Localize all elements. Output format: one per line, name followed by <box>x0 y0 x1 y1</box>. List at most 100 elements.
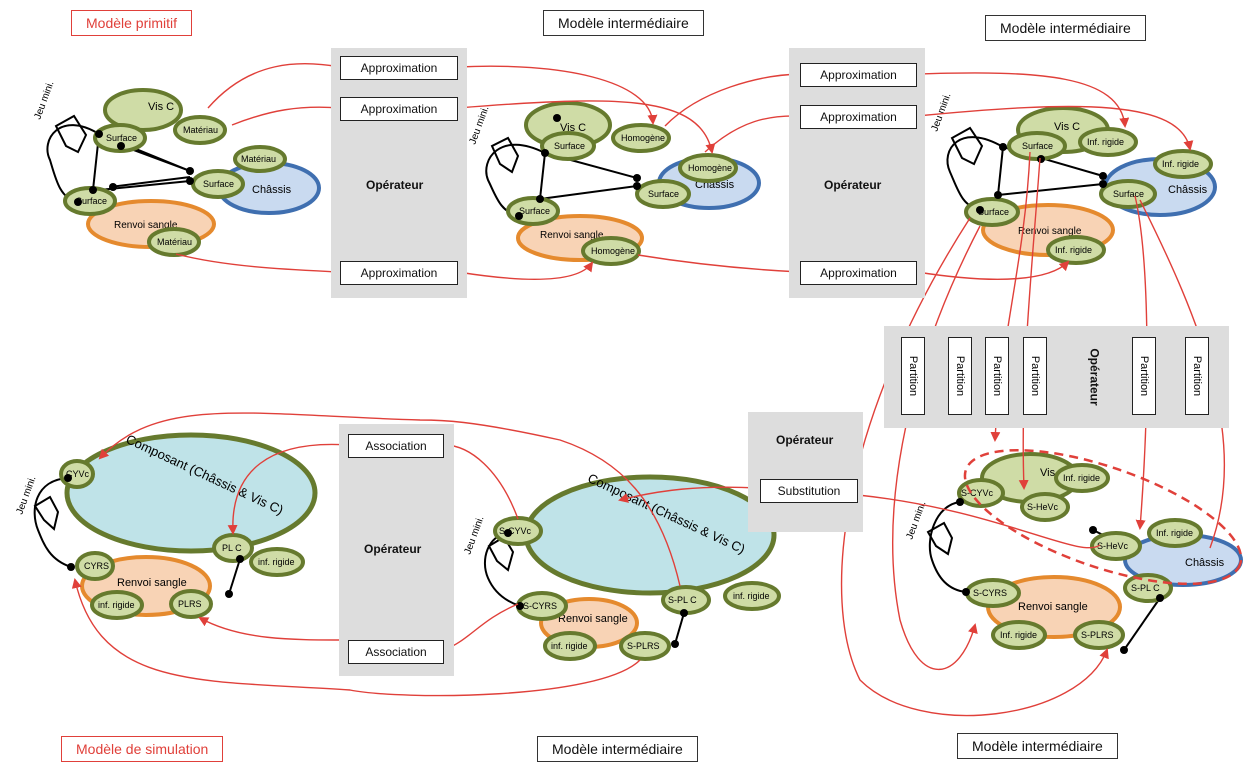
connection-point <box>1089 526 1097 534</box>
partition-box[interactable]: Partition <box>901 337 925 415</box>
grouping-dashed-outline <box>963 448 1243 586</box>
diagram-node <box>723 581 781 611</box>
diagram-node <box>964 197 1020 227</box>
node-label: Châssis <box>1168 184 1208 196</box>
node-label: Inf. rigide <box>1156 528 1193 538</box>
node-label: Renvoi sangle <box>117 577 187 589</box>
node-label: Surface <box>106 133 137 143</box>
connector-path <box>98 412 681 587</box>
link-line <box>539 185 638 200</box>
connector-path <box>443 444 519 520</box>
approximation-box[interactable]: Approximation <box>800 261 917 285</box>
connector-path <box>485 143 546 217</box>
connector-path <box>1018 157 1041 490</box>
partition-box[interactable]: Partition <box>948 337 972 415</box>
node-label: Inf. rigide <box>1162 159 1199 169</box>
node-label: S-PL C <box>1131 583 1160 593</box>
operator-panel-partition <box>884 326 1229 428</box>
diagram-node <box>90 590 144 620</box>
node-label: Jeu mini. <box>462 515 486 556</box>
substitution-box[interactable]: Substitution <box>760 479 858 503</box>
connector-path <box>483 532 521 607</box>
link-line <box>1123 597 1161 651</box>
node-label: S-CYRS <box>973 588 1007 598</box>
node-label: Renvoi sangle <box>540 230 604 241</box>
diagram-node <box>1153 149 1213 179</box>
diagram-node <box>169 589 213 619</box>
approximation-box[interactable]: Approximation <box>340 261 458 285</box>
connector-path <box>946 136 1004 211</box>
node-label: Matériau <box>241 154 276 164</box>
diagram-node <box>249 547 305 577</box>
node-label: inf. rigide <box>551 641 588 651</box>
node-label: Renvoi sangle <box>558 613 628 625</box>
node-label: Surface <box>554 141 585 151</box>
connector-path <box>71 578 641 697</box>
title-modele-simulation: Modèle de simulation <box>61 736 224 762</box>
connector-path <box>207 63 341 109</box>
diagram-node <box>1054 463 1110 493</box>
partition-box[interactable]: Partition <box>1185 337 1209 415</box>
connector-path <box>46 124 100 203</box>
connection-point <box>1156 594 1164 602</box>
diagram-node <box>1073 620 1125 650</box>
transformation-arrows <box>71 63 1226 717</box>
diagram-node <box>957 478 1005 508</box>
node-label: Jeu mini. <box>32 80 56 121</box>
connection-point <box>633 182 641 190</box>
node-label: Inf. rigide <box>1000 630 1037 640</box>
connection-point <box>186 167 194 175</box>
connector-path <box>926 521 954 556</box>
connector-path <box>928 501 967 593</box>
jeu-mini-spring-2: Jeu mini. <box>467 105 520 174</box>
partition-box[interactable]: Partition <box>1023 337 1047 415</box>
node-label: S-CYRS <box>523 601 557 611</box>
connection-point <box>109 183 117 191</box>
connection-point <box>186 177 194 185</box>
node-label: Jeu mini. <box>467 105 491 146</box>
partition-box[interactable]: Partition <box>1132 337 1156 415</box>
node-label: Inf. rigide <box>1055 245 1092 255</box>
connection-point <box>1120 646 1128 654</box>
connector-path <box>490 136 520 174</box>
node-label: Matériau <box>183 125 218 135</box>
association-box[interactable]: Association <box>348 434 444 458</box>
connector-path <box>950 126 984 166</box>
node-label: CYVc <box>66 469 90 479</box>
node-label: S-PL C <box>668 595 697 605</box>
diagram-node <box>233 145 287 173</box>
diagram-node <box>1020 492 1070 522</box>
diagram-node <box>1046 235 1106 265</box>
partition-box[interactable]: Partition <box>985 337 1009 415</box>
connector-path <box>443 603 519 651</box>
model-primitif: Vis C Châssis Renvoi sangle Jeu mini. Su… <box>32 80 321 257</box>
operator-panel-substitution <box>748 412 863 532</box>
node-label: Homogène <box>688 163 732 173</box>
node-label: Surface <box>76 196 107 206</box>
diagram-node <box>611 123 671 153</box>
approximation-box[interactable]: Approximation <box>340 56 458 80</box>
title-modele-intermediaire-top-mid: Modèle intermédiaire <box>543 10 704 36</box>
link-line <box>674 612 685 645</box>
connector-path <box>227 443 349 535</box>
node-label: Vis C <box>560 122 586 134</box>
operator-label: Opérateur <box>1087 348 1102 406</box>
connection-point <box>962 588 970 596</box>
connection-point <box>536 195 544 203</box>
approximation-box[interactable]: Approximation <box>340 97 458 121</box>
diagram-node <box>147 227 201 257</box>
node-label: CYRS <box>84 561 109 571</box>
approximation-box[interactable]: Approximation <box>800 105 917 129</box>
connection-point <box>236 555 244 563</box>
operator-label: Opérateur <box>776 433 834 447</box>
association-box[interactable]: Association <box>348 640 444 664</box>
approximation-box[interactable]: Approximation <box>800 63 917 87</box>
node-label: Surface <box>648 189 679 199</box>
connector-path <box>916 260 1070 280</box>
connection-point <box>999 143 1007 151</box>
connection-point <box>1037 155 1045 163</box>
connection-point <box>1099 172 1107 180</box>
connection-point <box>504 529 512 537</box>
node-label: Vis C <box>1054 121 1080 133</box>
